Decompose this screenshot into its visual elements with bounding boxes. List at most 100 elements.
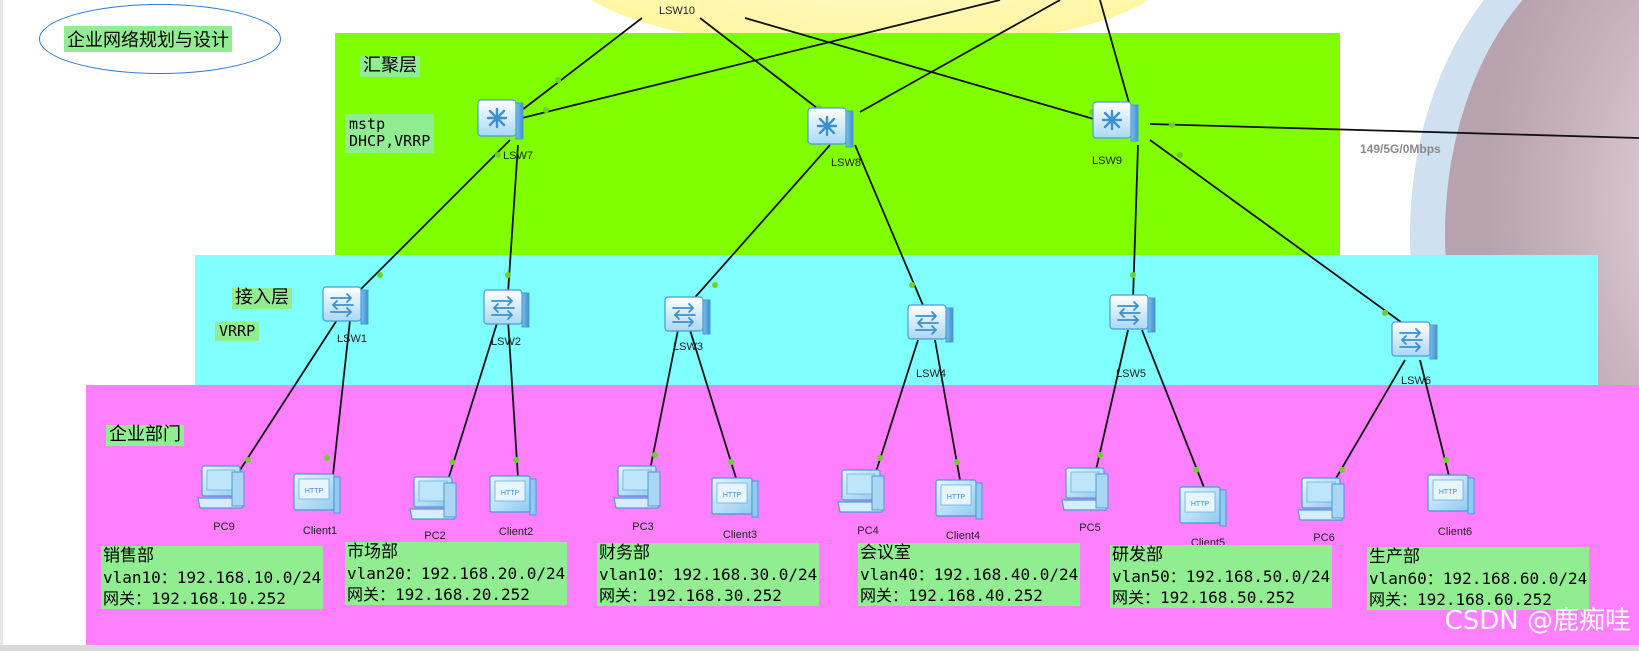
lsw1-switch-icon[interactable] — [322, 286, 369, 325]
port-dot — [513, 457, 519, 463]
port-dot — [728, 459, 734, 465]
client6-icon[interactable] — [1427, 474, 1475, 515]
client3-icon[interactable] — [711, 477, 759, 518]
access-protocols: VRRP — [215, 322, 260, 342]
link-core-lsw8 — [699, 17, 831, 119]
department-vlan: vlan20：192.168.20.0/24 — [347, 564, 566, 583]
lsw3-switch-icon[interactable] — [664, 296, 711, 335]
department-info-finance: 财务部 vlan10：192.168.30.0/24 网关：192.168.30… — [597, 543, 820, 606]
department-info-rnd: 研发部 vlan50：192.168.50.0/24 网关：192.168.50… — [1110, 545, 1333, 608]
department-info-marketing: 市场部 vlan20：192.168.20.0/24 网关：192.168.20… — [345, 542, 568, 605]
pc3-label: PC3 — [632, 521, 654, 533]
link-lsw3-client3 — [689, 329, 737, 479]
lsw1-label: LSW1 — [337, 333, 367, 345]
lsw2-switch-icon[interactable] — [483, 289, 530, 328]
link-lsw1-client1 — [332, 319, 351, 476]
port-dot — [652, 452, 658, 458]
client1-icon[interactable] — [293, 473, 341, 514]
port-dot — [712, 282, 718, 288]
link-core2-lsw7 — [521, 0, 1001, 119]
department-info-meeting-room: 会议室 vlan40：192.168.40.0/24 网关：192.168.40… — [858, 543, 1081, 606]
pc9-icon[interactable] — [197, 465, 245, 509]
pc4-icon[interactable] — [837, 469, 885, 513]
lsw2-label: LSW2 — [491, 336, 521, 348]
port-dot — [449, 459, 455, 465]
client4-label: Client4 — [945, 530, 981, 542]
port-dot — [1177, 152, 1183, 158]
link-lsw1-pc9 — [239, 319, 338, 471]
department-gateway: 网关：192.168.10.252 — [103, 589, 286, 608]
lsw10-label: LSW10 — [658, 5, 696, 17]
pc9-label: PC9 — [213, 521, 235, 533]
link-lsw9-lsw6 — [1149, 139, 1413, 331]
department-layer-label: 企业部门 — [106, 424, 184, 446]
lsw6-switch-icon[interactable] — [1391, 321, 1438, 360]
pc5-icon[interactable] — [1061, 467, 1109, 511]
pc6-label: PC6 — [1313, 532, 1335, 544]
port-dot — [1097, 452, 1103, 458]
bandwidth-label: 149/5G/0Mbps — [1360, 142, 1441, 156]
port-dot — [909, 282, 915, 288]
link-lsw4-client4 — [934, 339, 961, 481]
horizontal-scrollbar[interactable] — [0, 645, 1639, 651]
link-core3-lsw9 — [1099, 0, 1132, 111]
pc3-icon[interactable] — [613, 465, 661, 509]
lsw7-switch-icon[interactable] — [476, 98, 525, 141]
port-dot — [505, 272, 511, 278]
department-name: 研发部 — [1112, 545, 1163, 565]
department-gateway: 网关：192.168.60.252 — [1369, 590, 1552, 609]
lsw5-label: LSW5 — [1116, 368, 1146, 380]
department-name: 会议室 — [860, 543, 911, 563]
pc6-icon[interactable] — [1297, 477, 1345, 521]
port-dot — [1382, 310, 1388, 316]
link-core-lsw7 — [521, 17, 643, 111]
port-dot — [324, 455, 330, 461]
diagram-title: 企业网络规划与设计 — [64, 26, 232, 52]
link-lsw7-lsw1 — [354, 139, 511, 296]
aggregation-protocols: mstp DHCP,VRRP — [345, 114, 435, 153]
link-lsw7-lsw2 — [507, 144, 519, 294]
department-vlan: vlan40：192.168.40.0/24 — [860, 565, 1079, 584]
access-zone — [195, 255, 1598, 392]
port-dot — [543, 107, 549, 113]
lsw9-label: LSW9 — [1092, 155, 1122, 167]
port-dot — [495, 152, 501, 158]
lsw8-switch-icon[interactable] — [806, 106, 855, 149]
link-core2-lsw8 — [859, 0, 1061, 113]
pc4-label: PC4 — [857, 525, 879, 537]
department-gateway: 网关：192.168.40.252 — [860, 586, 1043, 605]
department-vlan: vlan60：192.168.60.0/24 — [1369, 569, 1588, 588]
link-lsw3-pc3 — [649, 329, 679, 471]
department-name: 销售部 — [103, 546, 154, 566]
lsw3-label: LSW3 — [673, 341, 703, 353]
port-dot — [1339, 467, 1345, 473]
lsw7-label: LSW7 — [503, 150, 533, 162]
client6-label: Client6 — [1437, 526, 1473, 538]
link-lsw2-pc2 — [447, 319, 499, 481]
link-lsw5-client5 — [1141, 329, 1206, 491]
department-name: 生产部 — [1369, 547, 1420, 567]
department-vlan: vlan50：192.168.50.0/24 — [1112, 567, 1331, 586]
lsw8-label: LSW8 — [831, 157, 861, 169]
lsw9-switch-icon[interactable] — [1091, 100, 1140, 143]
lsw5-switch-icon[interactable] — [1109, 294, 1156, 333]
aggregation-protocol-line: mstp — [349, 115, 386, 133]
client5-icon[interactable] — [1179, 486, 1227, 527]
client4-icon[interactable] — [935, 479, 983, 520]
lsw4-label: LSW4 — [916, 368, 946, 380]
port-dot — [954, 459, 960, 465]
lsw4-switch-icon[interactable] — [907, 304, 954, 343]
aggregation-layer-label: 汇聚层 — [360, 55, 420, 77]
department-info-production: 生产部 vlan60：192.168.60.0/24 网关：192.168.60… — [1367, 547, 1590, 610]
department-name: 财务部 — [599, 543, 650, 563]
department-vlan: vlan10：192.168.30.0/24 — [599, 565, 818, 584]
link-lsw2-client2 — [507, 319, 519, 479]
port-dot — [877, 455, 883, 461]
client2-icon[interactable] — [489, 475, 537, 516]
department-gateway: 网关：192.168.20.252 — [347, 585, 530, 604]
department-gateway: 网关：192.168.30.252 — [599, 586, 782, 605]
pc5-label: PC5 — [1079, 522, 1101, 534]
pc2-icon[interactable] — [409, 476, 457, 520]
link-lsw6-pc6 — [1334, 359, 1406, 481]
